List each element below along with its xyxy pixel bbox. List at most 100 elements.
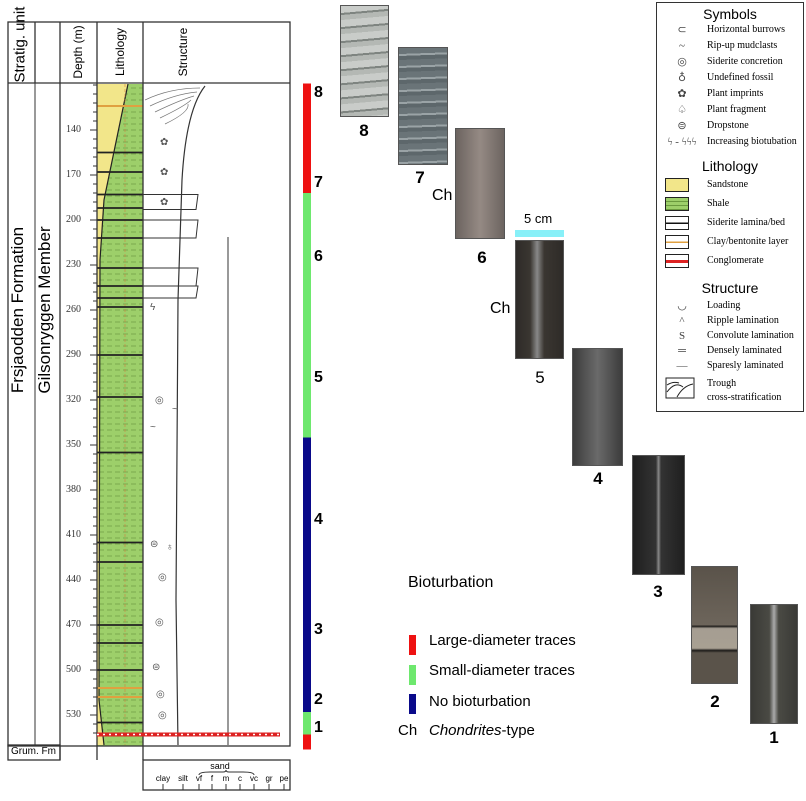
chondrites-label: Chondrites-type	[429, 722, 535, 739]
siderite-bed-structure	[143, 285, 199, 299]
swatch-large-traces	[409, 635, 416, 655]
legend-structure-icon: ◡	[677, 300, 687, 312]
swatch-shale	[665, 197, 689, 211]
swatch-conglomerate	[665, 254, 689, 268]
structure-symbol-icon: ⊜	[152, 662, 160, 673]
legend-structure-icon: ^	[679, 315, 685, 327]
grain-size-axis	[142, 759, 291, 791]
header-strat-unit: Stratig. unit	[11, 6, 29, 83]
legend-box: Symbols ⊂Horizontal burrows~Rip-up mudcl…	[656, 2, 804, 412]
bioturbation-segment	[303, 83, 311, 193]
legend-symbol-icon: ⊂	[677, 24, 687, 36]
grumant-cell	[7, 744, 61, 761]
legend-lithology-title: Lithology	[701, 158, 759, 174]
core-photo-6	[455, 128, 505, 239]
structure-symbol-icon: ◎	[158, 710, 167, 721]
structure-symbol-icon: ◎	[155, 395, 164, 406]
core-label: 8	[359, 121, 369, 140]
legend-structure-icon: ═	[678, 345, 686, 357]
core-label: 6	[477, 248, 487, 267]
legend-label: Siderite lamina/bed	[707, 217, 786, 228]
legend-label: cross-stratification	[707, 392, 782, 403]
depth-tick-label: 230	[66, 259, 81, 270]
legend-symbol-icon: ♁	[677, 72, 687, 84]
siderite-bed-structure	[143, 267, 199, 287]
bioturbation-number: 3	[314, 621, 323, 638]
grain-size-class: gr	[265, 774, 273, 783]
log-frame	[7, 21, 291, 747]
legend-symbol-icon: ϟ - ϟϟϟ	[667, 136, 697, 148]
legend-label: Horizontal burrows	[707, 24, 786, 35]
grain-size-class: vf	[195, 774, 203, 783]
structure-symbol-icon: ◎	[156, 689, 165, 700]
grain-size-class: m	[222, 774, 230, 783]
legend-label: Convolute lamination	[707, 330, 794, 341]
depth-tick-label: 350	[66, 439, 81, 450]
legend-label: Loading	[707, 300, 741, 311]
bioturbation-legend-item: No bioturbation	[429, 693, 531, 710]
legend-symbol-icon: ⊜	[677, 120, 687, 132]
bioturbation-legend-title: Bioturbation	[408, 574, 494, 591]
legend-label: Shale	[707, 198, 730, 209]
sand-brace	[198, 769, 255, 776]
core-annotation: Ch	[432, 187, 453, 204]
legend-label: Conglomerate	[707, 255, 764, 266]
legend-label: Sparesly laminated	[707, 360, 784, 371]
bioturbation-legend-item: Large-diameter traces	[429, 632, 576, 649]
grain-size-class: pe	[279, 774, 289, 783]
structure-symbol-icon: ⊜	[150, 539, 158, 550]
lithology-boundary	[98, 83, 129, 746]
formation-label: Frsjaodden Formation	[8, 226, 27, 394]
depth-tick-label: 470	[66, 619, 81, 630]
grain-size-class: f	[210, 774, 214, 783]
depth-tick-label: 200	[66, 214, 81, 225]
structure-symbol-icon: ✿	[160, 167, 168, 178]
legend-symbol-icon: ~	[679, 40, 685, 52]
core-photo-3	[632, 455, 685, 575]
core-label: 1	[769, 728, 779, 747]
member-label: Gilsonryggen Member	[35, 226, 54, 394]
bioturbation-number: 7	[314, 174, 323, 191]
trough-cross-strata	[144, 87, 201, 101]
header-lithology: Lithology	[113, 27, 127, 77]
depth-tick-label: 500	[66, 664, 81, 675]
core-label: 3	[653, 582, 663, 601]
chondrites-abbr: Ch	[398, 722, 418, 739]
structure-symbol-icon: ~	[150, 422, 156, 433]
legend-label: Clay/bentonite layer	[707, 236, 789, 247]
core-photo-8	[340, 5, 389, 117]
depth-tick-label: 440	[66, 574, 81, 585]
chondrites-italic: Chondrites	[429, 722, 502, 739]
legend-structure-icon: S	[678, 330, 686, 342]
legend-label: Trough	[707, 378, 737, 389]
structure-symbol-icon: ~	[172, 404, 178, 415]
legend-symbols-title: Symbols	[703, 6, 757, 22]
depth-tick-label: 170	[66, 169, 81, 180]
legend-label: Dropstone	[707, 120, 749, 131]
sandstone-fill	[97, 84, 128, 745]
core-photo-5	[515, 240, 564, 359]
legend-symbol-icon: ♤	[677, 104, 687, 116]
header-depth: Depth (m)	[71, 25, 85, 79]
legend-label: Undefined fossil	[707, 72, 774, 83]
swatch-small-traces	[409, 665, 416, 685]
legend-label: Increasing biotubation	[707, 136, 797, 147]
depth-tick-label: 290	[66, 349, 81, 360]
legend-label: Plant fragment	[707, 104, 767, 115]
grain-size-profile	[175, 85, 206, 746]
grain-size-class: clay	[155, 774, 171, 783]
depth-tick-label: 530	[66, 709, 81, 720]
legend-symbol-icon: ✿	[677, 88, 687, 100]
legend-label: Siderite concretion	[707, 56, 783, 67]
depth-tick-label: 140	[66, 124, 81, 135]
swatch-clay	[665, 235, 689, 249]
legend-structure-icon: —	[676, 360, 688, 372]
core-label: 7	[415, 168, 425, 187]
core-photo-2	[691, 566, 738, 684]
bioturbation-number: 5	[314, 369, 323, 386]
trough-cross-strata	[154, 95, 195, 113]
structure-symbol-icon: ◎	[158, 572, 167, 583]
legend-label: Plant imprints	[707, 88, 764, 99]
core-photo-4	[572, 348, 623, 466]
